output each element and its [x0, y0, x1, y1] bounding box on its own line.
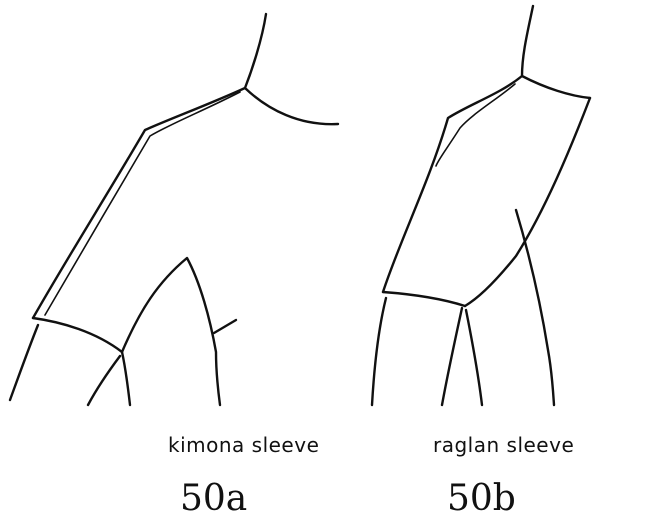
kimono-sleeve-drawing-icon — [10, 14, 338, 405]
sleeve-illustrations — [0, 0, 647, 420]
figure-number-50a: 50a — [180, 478, 247, 519]
kimona-sleeve-caption: kimona sleeve — [168, 433, 319, 457]
raglan-sleeve-caption: raglan sleeve — [433, 433, 574, 457]
raglan-sleeve-drawing-icon — [372, 6, 590, 405]
figure-number-50b: 50b — [447, 478, 516, 519]
